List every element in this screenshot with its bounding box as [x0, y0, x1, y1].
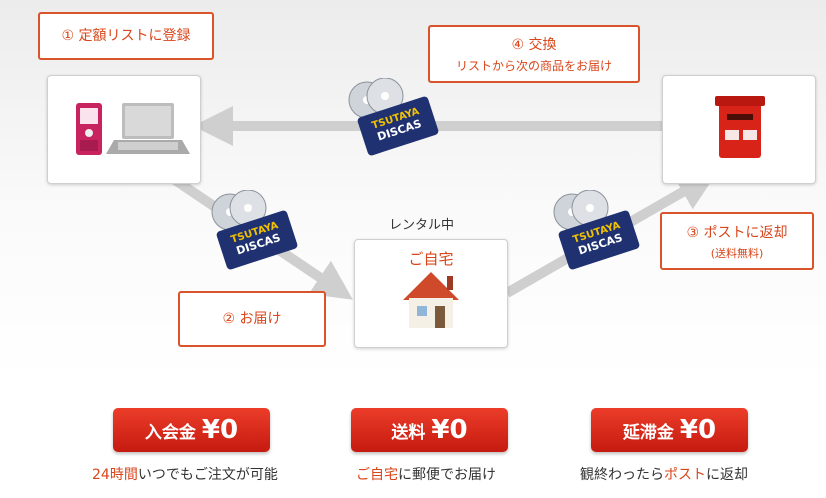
step4-title: ④ 交換 [511, 37, 557, 53]
late-fee-button[interactable]: 延滞金 ¥0 [591, 408, 748, 452]
shipping-fee-button[interactable]: 送料 ¥0 [351, 408, 508, 452]
entry-fee-button[interactable]: 入会金 ¥0 [113, 408, 270, 452]
shipping-fee-value: ¥0 [431, 415, 468, 445]
mailbox-icon [715, 96, 765, 158]
step3-title: ③ ポストに返却 [686, 225, 788, 241]
late-fee-value: ¥0 [679, 415, 717, 445]
step1-label: ① 定額リストに登録 [61, 28, 191, 44]
disc-mailer-top: TSUTAYA DISCAS [345, 78, 445, 158]
step3-callout: ③ ポストに返却 (送料無料) [660, 212, 814, 270]
disc-icon [348, 78, 404, 119]
disc-mailer-right: TSUTAYA DISCAS [550, 190, 650, 271]
step3-note: (送料無料) [710, 247, 764, 260]
step4-note: リストから次の商品をお届け [455, 59, 612, 73]
home-title: ご自宅 [408, 250, 454, 268]
post-box-panel [662, 75, 816, 184]
entry-fee-label: 入会金 [144, 422, 196, 443]
shipping-fee-caption: ご自宅に郵便でお届け [356, 467, 496, 483]
step4-callout: ④ 交換 リストから次の商品をお届け [428, 25, 640, 83]
step2-callout: ② お届け [178, 291, 326, 347]
entry-fee-caption: 24時間いつでもご注文が可能 [92, 467, 278, 483]
shipping-fee-label: 送料 [391, 422, 426, 443]
disc-mailer-left: TSUTAYA DISCAS [208, 190, 308, 271]
entry-fee-value: ¥0 [201, 415, 239, 445]
phone-and-laptop-icon [76, 103, 190, 155]
home-panel: ご自宅 [354, 239, 508, 348]
house-icon [403, 272, 459, 328]
devices-panel [47, 75, 201, 184]
step1-callout: ① 定額リストに登録 [38, 12, 214, 60]
disc-icon [211, 190, 267, 231]
rental-status-label: レンタル中 [389, 218, 455, 233]
step2-label: ② お届け [222, 311, 282, 327]
late-fee-caption: 観終わったらポストに返却 [580, 467, 748, 483]
late-fee-label: 延滞金 [622, 422, 674, 443]
